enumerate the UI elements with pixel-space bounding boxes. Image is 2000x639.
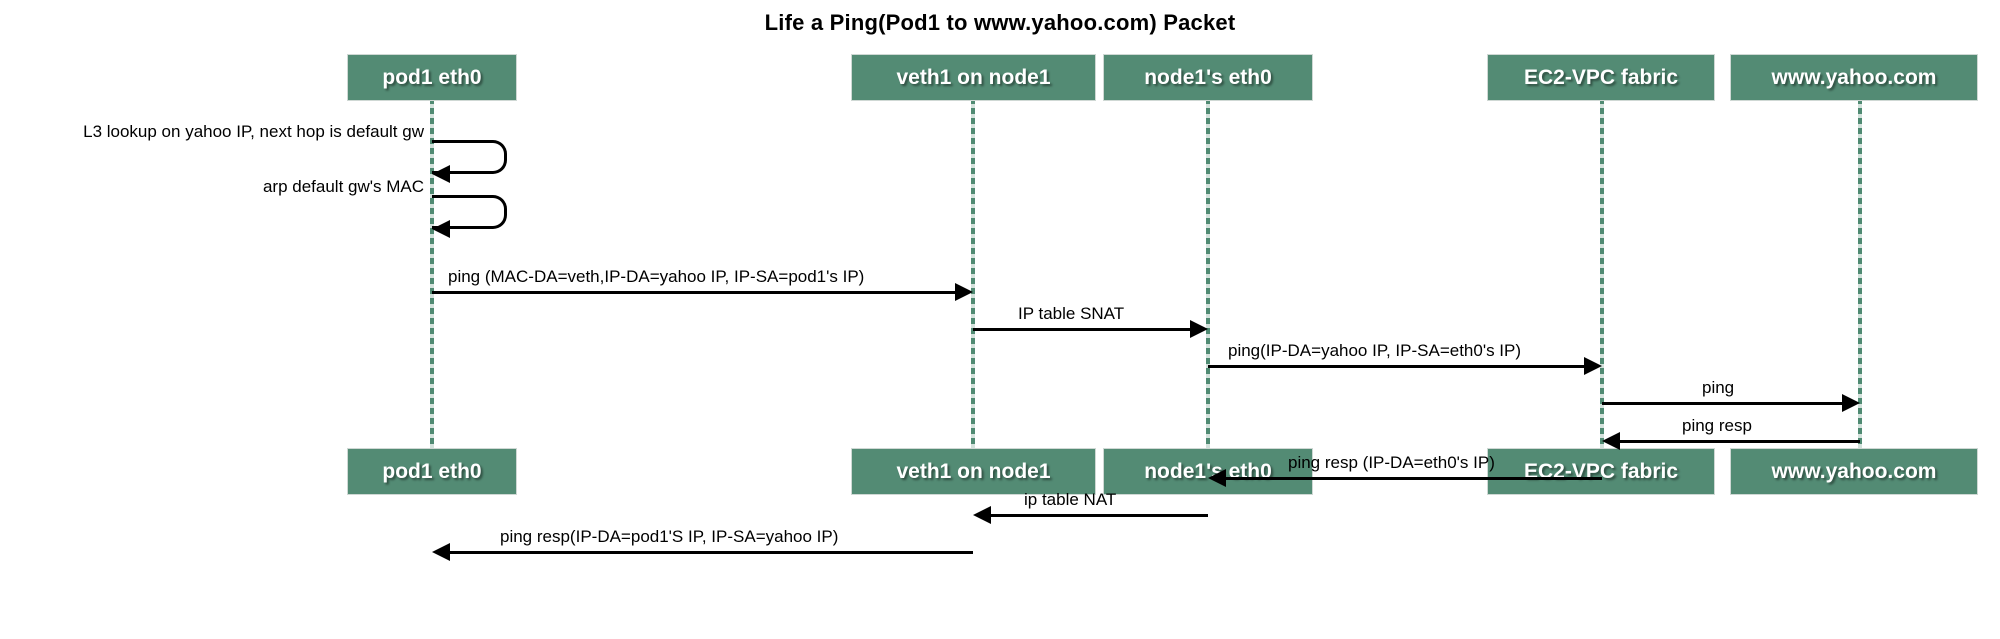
message-arrowhead-ping-resp-veth1-pod1 — [432, 543, 450, 561]
message-arrowhead-ip-table-snat — [1190, 320, 1208, 338]
actor-ec2vpc-top[interactable]: EC2-VPC fabric — [1487, 54, 1715, 101]
message-label-arp: arp default gw's MAC — [262, 177, 424, 196]
lifeline-veth1 — [971, 88, 975, 448]
message-label-ping-eth0-vpc: ping(IP-DA=yahoo IP, IP-SA=eth0's IP) — [1228, 341, 1522, 360]
message-label-ip-table-nat: ip table NAT — [1024, 490, 1117, 509]
actor-veth1-bottom[interactable]: veth1 on node1 — [851, 448, 1096, 495]
message-label-ip-table-snat: IP table SNAT — [1018, 304, 1125, 323]
message-label-ping-resp-veth1-pod1: ping resp(IP-DA=pod1'S IP, IP-SA=yahoo I… — [500, 527, 839, 546]
actor-label: pod1 eth0 — [382, 459, 482, 483]
message-line-ping-vpc-yahoo — [1602, 402, 1842, 405]
page-title: Life a Ping(Pod1 to www.yahoo.com) Packe… — [764, 10, 1236, 35]
message-line-ping-resp-yahoo-vpc — [1620, 440, 1860, 443]
actor-yahoo-bottom[interactable]: www.yahoo.com — [1730, 448, 1978, 495]
message-line-ip-table-nat — [991, 514, 1208, 517]
message-arrowhead-ip-table-nat — [973, 506, 991, 524]
actor-label: EC2-VPC fabric — [1523, 459, 1679, 483]
actor-label: node1's eth0 — [1144, 65, 1272, 89]
lifeline-yahoo — [1858, 88, 1862, 448]
actor-node1eth0-top[interactable]: node1's eth0 — [1103, 54, 1313, 101]
actor-veth1-top[interactable]: veth1 on node1 — [851, 54, 1096, 101]
message-label-ping-pod1-veth1: ping (MAC-DA=veth,IP-DA=yahoo IP, IP-SA=… — [448, 267, 865, 286]
message-label-l3-lookup: L3 lookup on yahoo IP, next hop is defau… — [83, 122, 424, 141]
message-self-loop-arp — [432, 195, 507, 229]
lifeline-node1eth0 — [1206, 88, 1210, 448]
message-line-ip-table-snat — [973, 328, 1190, 331]
actor-yahoo-top[interactable]: www.yahoo.com — [1730, 54, 1978, 101]
message-line-ping-pod1-veth1 — [432, 291, 955, 294]
message-self-loop-l3-lookup — [432, 140, 507, 174]
message-arrowhead-ping-pod1-veth1 — [955, 283, 973, 301]
lifeline-pod1 — [430, 88, 434, 448]
message-line-ping-resp-veth1-pod1 — [450, 551, 973, 554]
message-arrowhead-ping-eth0-vpc — [1584, 357, 1602, 375]
message-label-ping-resp-vpc-eth0: ping resp (IP-DA=eth0's IP) — [1288, 453, 1495, 472]
message-label-ping-resp-yahoo-vpc: ping resp — [1682, 416, 1752, 435]
message-arrowhead-ping-resp-vpc-eth0 — [1208, 469, 1226, 487]
actor-label: veth1 on node1 — [896, 459, 1051, 483]
actor-label: veth1 on node1 — [896, 65, 1051, 89]
message-line-ping-eth0-vpc — [1208, 365, 1584, 368]
message-line-ping-resp-vpc-eth0 — [1226, 477, 1602, 480]
message-arrowhead-ping-resp-yahoo-vpc — [1602, 432, 1620, 450]
actor-ec2vpc-bottom[interactable]: EC2-VPC fabric — [1487, 448, 1715, 495]
actor-label: pod1 eth0 — [382, 65, 482, 89]
message-label-ping-vpc-yahoo: ping — [1702, 378, 1735, 397]
message-arrowhead-arp — [432, 220, 450, 238]
lifeline-ec2vpc — [1600, 88, 1604, 448]
actor-label: EC2-VPC fabric — [1523, 65, 1679, 89]
actor-label: www.yahoo.com — [1771, 65, 1937, 89]
actor-pod1-top[interactable]: pod1 eth0 — [347, 54, 517, 101]
actor-label: www.yahoo.com — [1771, 459, 1937, 483]
message-arrowhead-l3-lookup — [432, 165, 450, 183]
actor-pod1-bottom[interactable]: pod1 eth0 — [347, 448, 517, 495]
message-arrowhead-ping-vpc-yahoo — [1842, 394, 1860, 412]
